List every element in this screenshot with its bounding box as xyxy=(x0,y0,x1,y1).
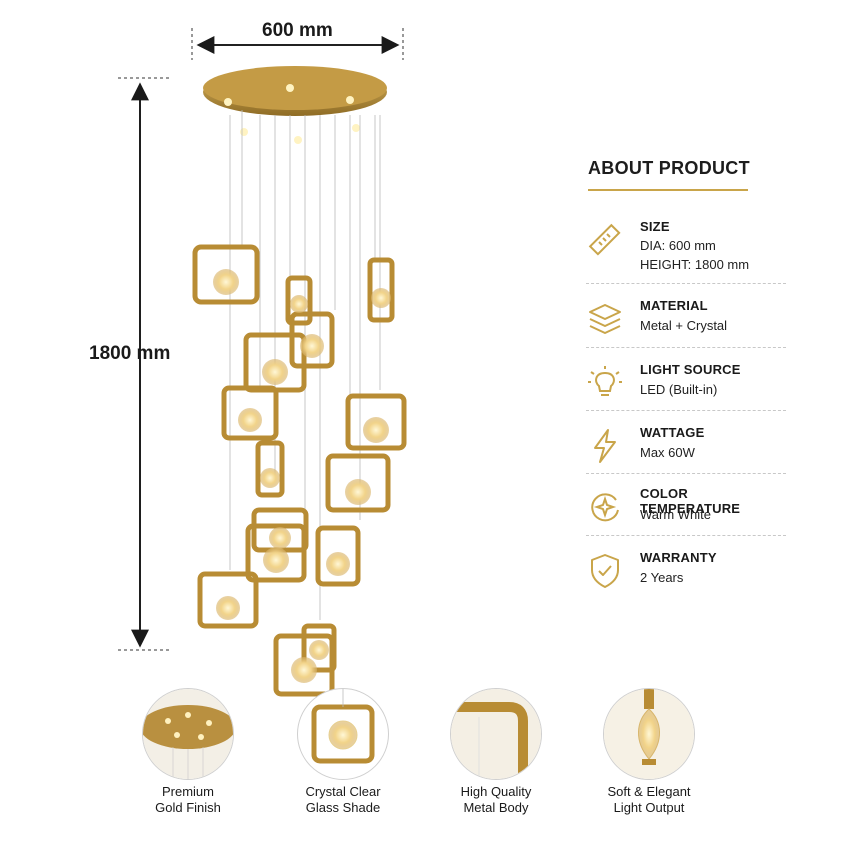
spec-size-height: HEIGHT: 1800 mm xyxy=(640,257,750,272)
spec-material-value: Metal + Crystal xyxy=(640,318,728,333)
spec-wattage-value: Max 60W xyxy=(640,445,695,460)
spec-divider xyxy=(586,283,786,284)
spec-warranty-value: 2 Years xyxy=(640,570,684,585)
feature-glass-shade-line1: Crystal Clear xyxy=(305,784,381,799)
color-temperature-icon xyxy=(591,493,619,522)
feature-glass-shade-image xyxy=(297,688,389,780)
spec-size-label: SIZE xyxy=(640,219,670,234)
feature-metal-body-line1: High Quality xyxy=(460,784,532,799)
spec-divider xyxy=(586,535,786,536)
width-label: 600 mm xyxy=(262,20,333,41)
spec-wattage: WATTAGE Max 60W xyxy=(586,425,786,487)
about-product-title: ABOUT PRODUCT xyxy=(588,158,750,178)
feature-metal-body-image xyxy=(450,688,542,780)
spec-light-source-value: LED (Built-in) xyxy=(640,382,718,397)
spec-warranty: WARRANTY 2 Years xyxy=(586,550,786,612)
spec-divider xyxy=(586,473,786,474)
feature-light-output-line2: Light Output xyxy=(613,800,685,815)
feature-gold-finish-line2: Gold Finish xyxy=(155,800,221,815)
spec-color-temperature-value: Warm White xyxy=(640,507,712,522)
ruler-icon xyxy=(588,223,621,256)
lightbulb-icon xyxy=(588,366,622,396)
layers-icon xyxy=(589,304,621,334)
spec-color-temperature: COLOR TEMPERATURE Warm White xyxy=(586,486,786,548)
spec-material-label: MATERIAL xyxy=(640,298,708,313)
lightning-icon xyxy=(594,429,616,463)
spec-warranty-label: WARRANTY xyxy=(640,550,717,565)
spec-size-diameter: DIA: 600 mm xyxy=(640,238,716,253)
feature-metal-body-line2: Metal Body xyxy=(463,800,529,815)
spec-divider xyxy=(586,347,786,348)
spec-size: SIZE DIA: 600 mm HEIGHT: 1800 mm xyxy=(586,219,786,281)
feature-gold-finish-line1: Premium xyxy=(161,784,214,799)
spec-divider xyxy=(586,410,786,411)
chandelier-illustration xyxy=(192,66,407,697)
about-title-underline xyxy=(588,189,748,191)
feature-gold-finish-image xyxy=(142,688,234,780)
feature-glass-shade-line2: Glass Shade xyxy=(305,800,381,815)
spec-wattage-label: WATTAGE xyxy=(640,425,705,440)
spec-color-temperature-label: COLOR TEMPERATURE xyxy=(640,486,741,516)
spec-material: MATERIAL Metal + Crystal xyxy=(586,298,786,360)
spec-light-source-label: LIGHT SOURCE xyxy=(640,362,741,377)
height-label: 1800 mm xyxy=(89,343,171,364)
feature-light-output-line1: Soft & Elegant xyxy=(607,784,691,799)
feature-light-output-image xyxy=(603,688,695,780)
spec-light-source: LIGHT SOURCE LED (Built-in) xyxy=(586,362,786,424)
shield-check-icon xyxy=(591,554,619,588)
